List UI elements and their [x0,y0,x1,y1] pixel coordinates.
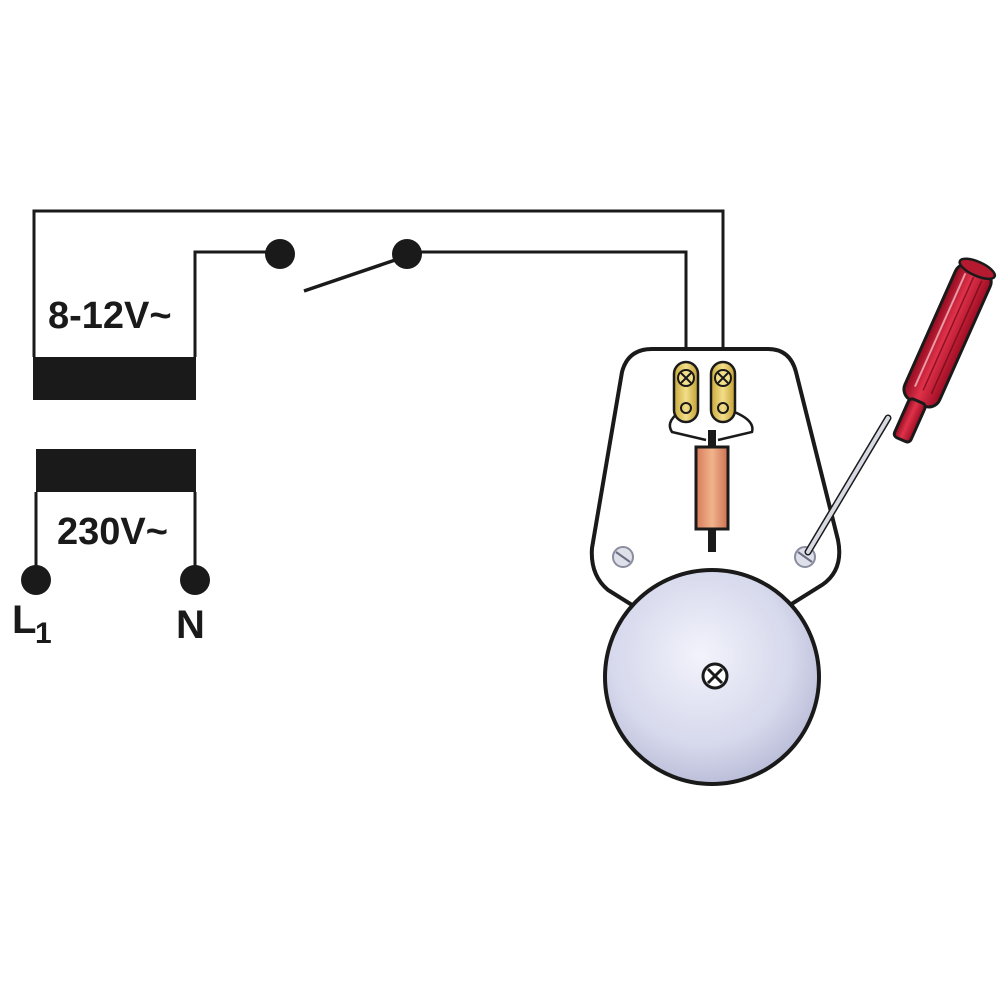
bell-coil [694,430,730,552]
terminal-line-label: L [12,598,36,642]
mounting-screw-left [612,546,634,568]
bell-terminal-right [709,360,737,424]
primary-voltage-label: 230V~ [57,511,168,553]
wire-outer [32,209,725,375]
wire-switch-to-bell [407,250,688,375]
wire-to-switch [193,250,280,357]
terminal-neutral-label: N [176,603,205,647]
transformer [33,357,196,492]
terminal-neutral-dot [180,565,210,595]
secondary-voltage-label: 8-12V~ [48,295,172,337]
bell-terminal-left [672,360,700,424]
bell-icon [589,347,842,786]
switch-contact-left [265,239,295,269]
mains-terminals [21,565,210,595]
dome-screw-icon [701,662,729,690]
terminal-line-dot [21,565,51,595]
switch-contact-right [392,239,422,269]
wiring [32,209,725,578]
secondary-winding [33,357,196,400]
terminal-line-subscript: 1 [35,617,52,650]
primary-winding [36,449,196,492]
switch-icon [265,239,422,293]
switch-lever [303,255,405,293]
screwdriver-icon [804,257,997,556]
